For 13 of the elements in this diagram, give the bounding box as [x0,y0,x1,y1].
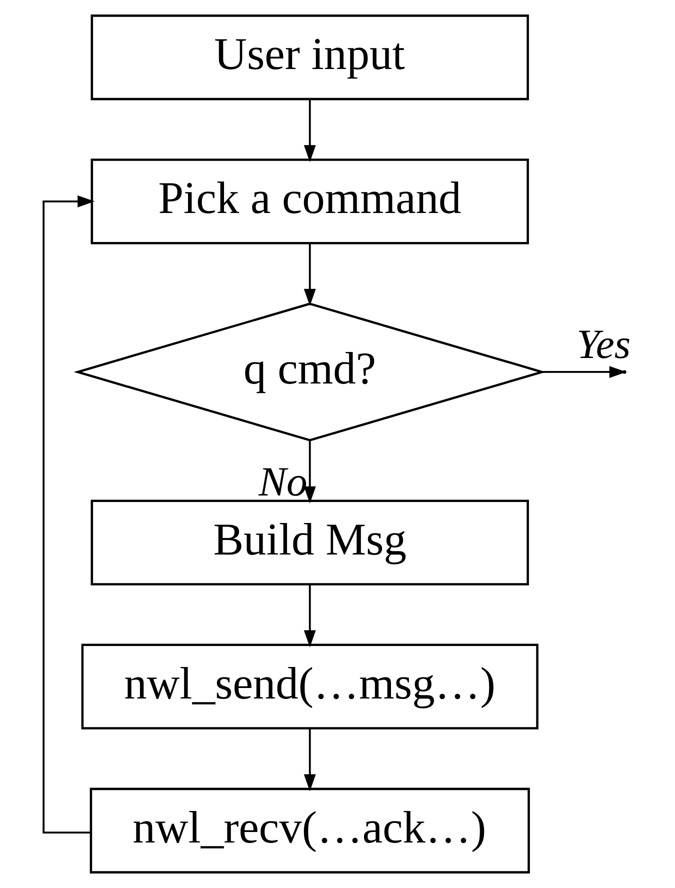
node-box: Build Msg [90,500,529,586]
node-box: User input [90,14,529,100]
node-box: Pick a command [90,158,529,244]
arrow [304,440,316,504]
arrow [304,100,316,162]
node-box: nwl_send(…msg…) [81,644,538,730]
arrow [304,584,316,648]
arrow [542,366,626,378]
arrow [304,729,316,792]
edge-label: Yes [576,322,631,368]
arrow [304,244,316,306]
node-box: nwl_recv(…ack…) [90,788,530,874]
arrow [42,195,95,834]
